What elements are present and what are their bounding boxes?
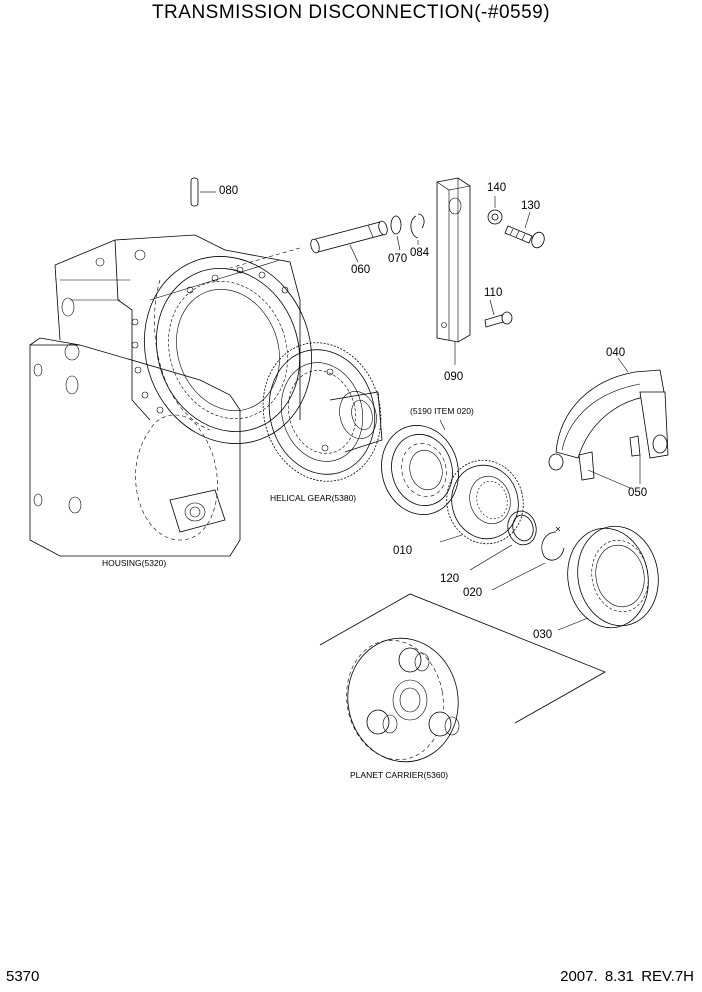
label-050: 050	[628, 487, 647, 499]
lever-090-drawing	[436, 177, 471, 365]
label-070: 070	[388, 253, 407, 265]
shaft-060-drawing	[229, 220, 388, 269]
ring-120-drawing	[469, 510, 537, 571]
page-title: TRANSMISSION DISCONNECTION(-#0559)	[151, 2, 551, 23]
sleeve-030-drawing	[557, 525, 659, 631]
label-084: 084	[410, 247, 430, 259]
bearing-drawing	[381, 419, 459, 515]
label-120: 120	[440, 573, 459, 585]
revision-date: 2007. 8.31 REV.7H	[560, 968, 694, 985]
pin-080-drawing	[190, 177, 216, 207]
label-020: 020	[463, 587, 482, 599]
label-080: 080	[219, 185, 238, 197]
page-code: 5370	[6, 968, 40, 985]
label-bearing-ref: (5190 ITEM 020)	[410, 406, 474, 416]
label-090: 090	[444, 371, 463, 383]
snap-ring-084-drawing	[410, 213, 425, 245]
hub-010-drawing	[439, 459, 524, 545]
label-helical-gear: HELICAL GEAR(5380)	[270, 493, 356, 503]
label-040: 040	[606, 347, 625, 359]
circlip-020-drawing	[491, 526, 565, 591]
washer-140-drawing	[487, 196, 503, 225]
label-140: 140	[487, 182, 506, 194]
seal-070-drawing	[390, 215, 402, 251]
housing-drawing	[29, 234, 301, 557]
label-planet-carrier: PLANET CARRIER(5360)	[350, 770, 448, 780]
label-060: 060	[351, 264, 370, 276]
label-010: 010	[393, 545, 412, 557]
label-130: 130	[521, 200, 540, 212]
planet-carrier-drawing	[319, 593, 606, 763]
bolt-130-drawing	[504, 211, 545, 249]
label-030: 030	[533, 629, 552, 641]
label-110: 110	[484, 287, 502, 299]
ring-gear-drawing	[143, 256, 313, 444]
label-housing: HOUSING(5320)	[102, 558, 166, 568]
helical-gear-drawing	[262, 342, 383, 482]
bolt-110-drawing	[484, 299, 513, 328]
shift-fork-040-drawing	[548, 357, 669, 489]
